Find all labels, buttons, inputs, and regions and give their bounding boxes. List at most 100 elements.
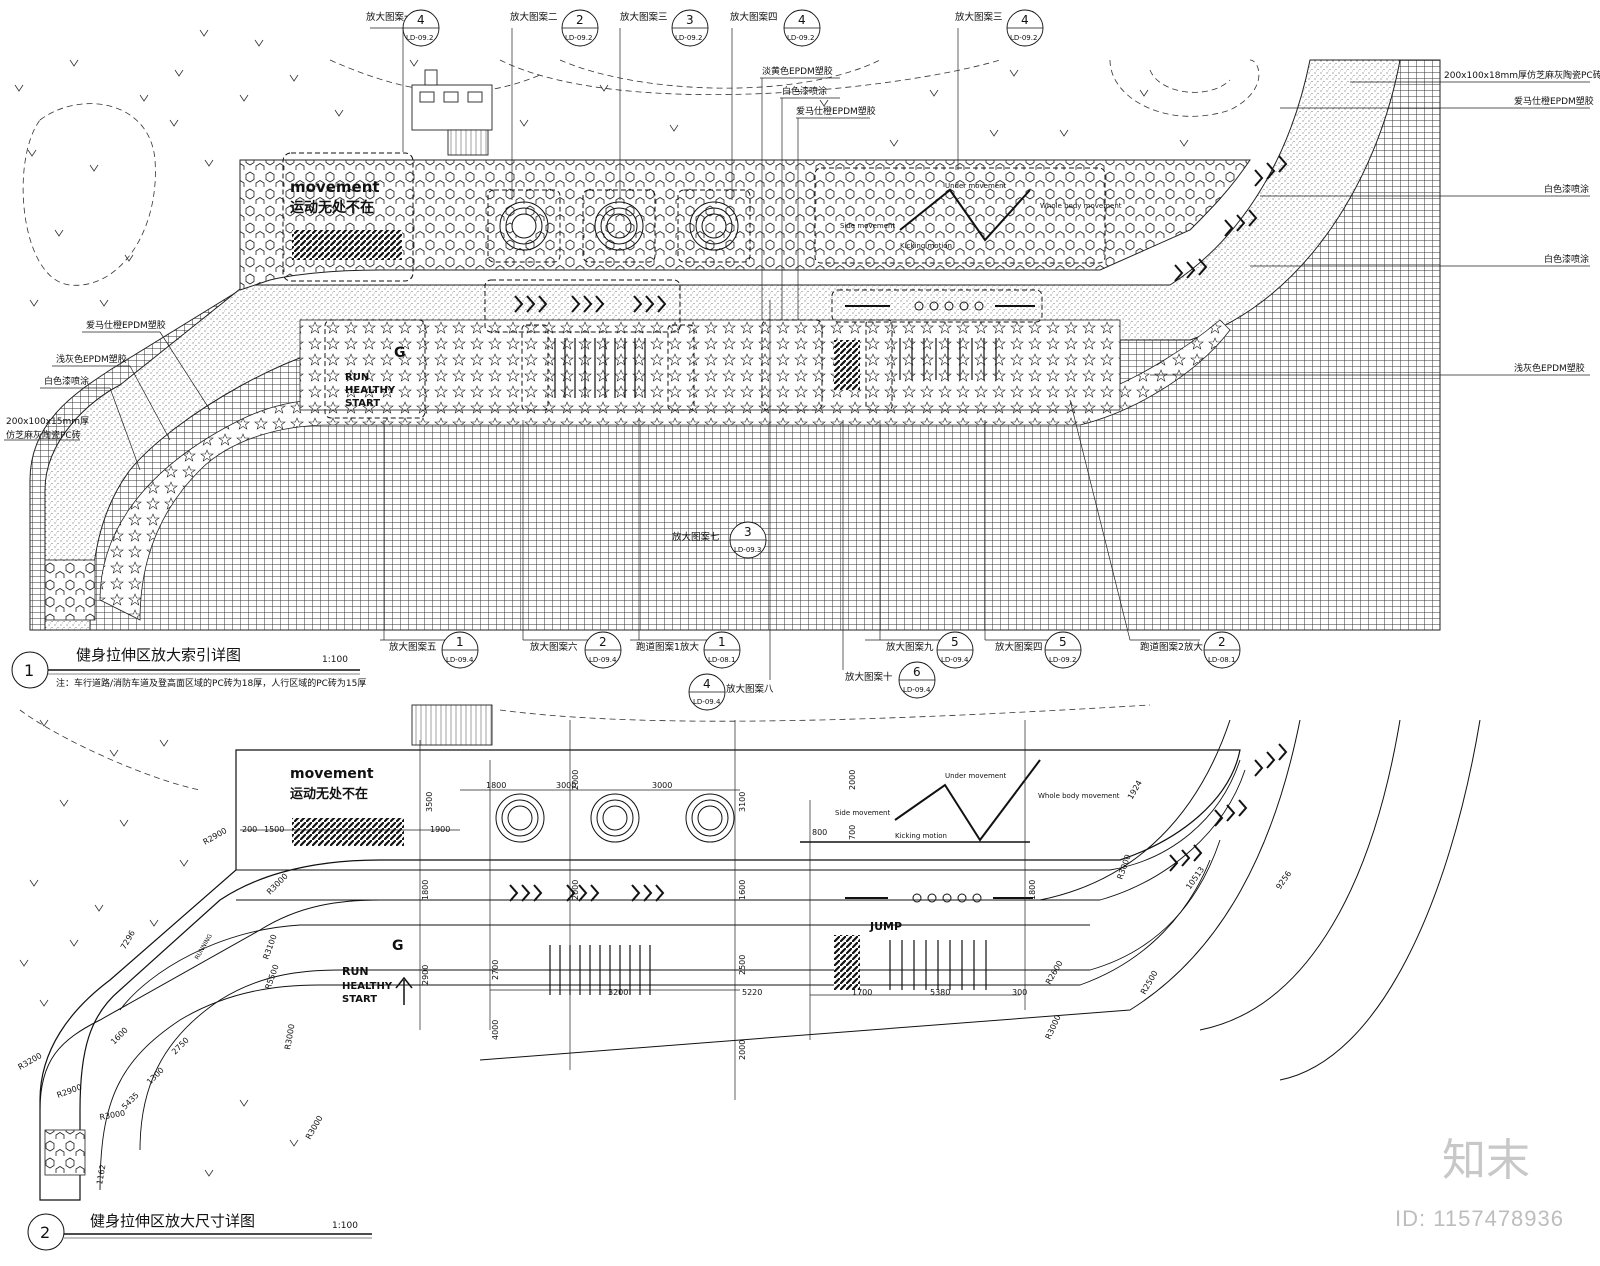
plan-2-dimensions: movement 运动无处不在 Under movement Side move… [17,704,1481,1201]
svg-text:3000: 3000 [652,781,672,790]
svg-text:7296: 7296 [119,929,137,951]
svg-text:R2500: R2500 [1139,969,1160,996]
svg-text:5380: 5380 [930,988,950,997]
svg-text:放大图案九: 放大图案九 [886,641,934,653]
svg-text:1:100: 1:100 [322,655,348,665]
lawn-symbols [14,29,1189,307]
plan1-stripe-block [292,230,402,260]
svg-text:1162: 1162 [95,1164,107,1186]
svg-text:LD-09.4: LD-09.4 [693,698,721,706]
svg-text:LD-09.2: LD-09.2 [406,34,433,42]
svg-text:白色漆喷涂: 白色漆喷涂 [782,85,827,97]
plan2-circles [495,793,735,843]
plan2-stretch-w: Whole body movement [1038,792,1120,800]
zone-footprints [761,319,823,411]
watermark-id: ID: 1157478936 [1395,1206,1564,1231]
svg-text:白色漆喷涂: 白色漆喷涂 [44,375,89,387]
plan2-site-outline [39,749,1241,1201]
svg-text:LD-09.4: LD-09.4 [446,656,474,664]
pavilion-structure [411,69,493,156]
svg-text:1:100: 1:100 [332,1221,358,1231]
plan2-jump-text: JUMP [869,920,902,933]
plan2-title-block: 2 健身拉伸区放大尺寸详图 1:100 [27,1212,372,1251]
plan2-dim-lines [240,720,1026,1100]
svg-text:1300: 1300 [145,1066,166,1087]
callout-bottom-3: 跑道图案1放大 1 LD-08.1 [636,631,741,669]
plan1-star-epdm-band [99,319,1231,621]
zone-movement [282,152,414,282]
callout-bottom-5: 放大图案四 5 LD-09.2 [995,631,1082,669]
plan2-run-text: RUN [342,965,369,978]
svg-text:浅灰色EPDM塑胶: 浅灰色EPDM塑胶 [56,353,127,365]
plan2-lawn-symbols [19,719,299,1177]
svg-text:1800: 1800 [1028,880,1037,900]
svg-text:白色漆喷涂: 白色漆喷涂 [1544,183,1589,195]
plan2-movement-text: movement [290,766,374,782]
svg-text:LD-08.1: LD-08.1 [1208,656,1235,664]
zone-track1 [521,324,549,411]
plan2-dot-row [845,893,1033,903]
zone-jump [865,319,893,411]
contour-lines [22,59,1260,286]
callout-top-1: 放大图案一 4 LD-09.2 [366,9,440,152]
svg-text:仿芝麻灰陶瓷PC砖: 仿芝麻灰陶瓷PC砖 [6,429,81,441]
svg-text:R3000: R3000 [1044,1014,1063,1041]
callout-top-3: 放大图案三 3 LD-09.2 [619,9,709,200]
svg-text:1600: 1600 [738,880,747,900]
svg-text:LD-09.2: LD-09.2 [787,34,814,42]
svg-text:3500: 3500 [425,792,434,812]
plan1-slogan-cn: 运动无处不在 [290,199,374,216]
svg-text:1: 1 [718,635,726,649]
svg-text:1: 1 [456,635,464,649]
svg-text:6: 6 [913,665,921,679]
svg-text:白色漆喷涂: 白色漆喷涂 [1544,253,1589,265]
svg-text:3: 3 [744,525,752,539]
plan1-healthy-text: HEALTHY [345,385,396,396]
plan1-dot-row [845,301,1035,311]
svg-text:2000: 2000 [848,770,857,790]
plan1-stretch-w: Whole body movement [1040,202,1122,210]
svg-text:R3100: R3100 [261,933,278,960]
plan2-track-stripes [549,940,987,995]
svg-text:LD-09.3: LD-09.3 [734,546,761,554]
zone-dots [831,289,1043,323]
svg-text:3000: 3000 [556,781,576,790]
svg-text:4: 4 [1021,13,1029,27]
plan1-bottom-callouts: 放大图案五 1 LD-09.4 放大图案六 2 LD-09.4 跑道图案1放大 … [389,521,1241,711]
svg-text:LD-08.1: LD-08.1 [708,656,735,664]
plan1-stretch-s: Side movement [840,222,895,230]
svg-text:2: 2 [1218,635,1226,649]
plan2-outer-road [39,719,1231,1200]
svg-text:R2900: R2900 [202,826,229,847]
svg-text:2: 2 [599,635,607,649]
plan2-chevrons [509,743,1288,902]
callout-bottom-1: 放大图案五 1 LD-09.4 [389,631,479,669]
plan1-mid-material-notes: 淡黄色EPDM塑胶 白色漆喷涂 爱马仕橙EPDM塑胶 [760,65,876,320]
svg-text:200x100x18mm厚仿芝麻灰陶瓷PC砖: 200x100x18mm厚仿芝麻灰陶瓷PC砖 [1444,69,1600,81]
svg-text:1600: 1600 [109,1026,130,1047]
svg-text:2000: 2000 [571,880,580,900]
svg-text:爱马仕橙EPDM塑胶: 爱马仕橙EPDM塑胶 [86,319,166,331]
svg-text:R3200: R3200 [17,1051,44,1072]
plan2-g-mark: G [392,938,404,954]
plan2-dimension-labels: 1800 3000 3000 2000 3500 3100 1500 2000 … [17,770,1294,1186]
svg-text:1800: 1800 [421,880,430,900]
svg-text:R3000: R3000 [99,1109,126,1122]
plan1-left-material-notes: 爱马仕橙EPDM塑胶 浅灰色EPDM塑胶 白色漆喷涂 200x100x15mm厚… [4,319,211,471]
plan2-contours [19,704,1151,791]
svg-text:放大图案四: 放大图案四 [730,11,778,23]
zone-track2 [667,324,695,411]
svg-text:2: 2 [576,13,584,27]
svg-text:健身拉伸区放大尺寸详图: 健身拉伸区放大尺寸详图 [90,1212,255,1230]
callout-top-4: 放大图案四 4 LD-09.2 [730,9,821,200]
callout-bottom-6: 跑道图案2放大 2 LD-08.1 [1140,631,1241,669]
svg-text:4: 4 [798,13,806,27]
svg-text:跑道图案2放大: 跑道图案2放大 [1140,641,1204,653]
svg-text:4: 4 [703,677,711,691]
svg-text:LD-09.2: LD-09.2 [1010,34,1037,42]
plan1-track-stripes [554,338,997,398]
plan1-right-material-notes: 200x100x18mm厚仿芝麻灰陶瓷PC砖 爱马仕橙EPDM塑胶 白色漆喷涂 … [1150,69,1600,376]
plan1-diag-block [834,340,860,390]
plan1-run-text: RUN [345,372,369,383]
